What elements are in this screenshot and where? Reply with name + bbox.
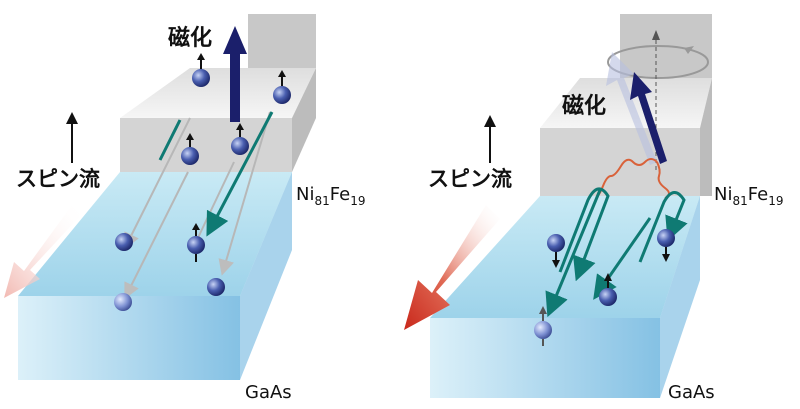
left-flow-line-3 [218, 111, 271, 276]
left-ferromagnet-side [292, 68, 316, 172]
left-electron-5 [115, 233, 133, 251]
right-electron-4 [534, 321, 552, 339]
right-spin-up-arrowhead [484, 115, 496, 127]
right-ferromagnet-front [540, 128, 700, 196]
right-teal-loop-2 [638, 191, 688, 263]
left-electron-4 [231, 137, 249, 155]
right-ferromagnet-side [700, 78, 712, 196]
precession-orbit-arrowhead [684, 46, 694, 54]
right-gaas-front [430, 318, 660, 398]
right-electron-4-spin-head [539, 306, 547, 314]
right-electron-3 [599, 288, 617, 306]
left-gaas-side [240, 172, 292, 380]
left-gaas-front [18, 296, 240, 380]
right-ni-subscript: 81 [732, 194, 747, 208]
right-panel: 磁化 スピン流 Ni81Fe19 GaAs [404, 14, 783, 403]
right-spin-current-arrow [404, 205, 500, 330]
left-ferromagnet-top [120, 68, 316, 118]
left-spin-up-arrowhead [66, 112, 78, 124]
right-electron-2 [657, 229, 675, 247]
left-magnetization-arrow-shaft [230, 52, 240, 122]
left-teal-line-1 [158, 119, 182, 161]
right-fe-symbol: Fe [748, 184, 768, 205]
right-gaas-label: GaAs [668, 382, 715, 403]
left-ferromagnet-label: Ni81Fe19 [296, 184, 365, 208]
left-electron-3 [181, 147, 199, 165]
left-electron-4-spin-head [236, 123, 244, 130]
left-electron-8 [114, 293, 132, 311]
left-flow-line-4 [195, 161, 235, 243]
right-fe-subscript: 19 [768, 194, 783, 208]
right-electron-2-spin-head [662, 254, 670, 262]
right-teal-loop-1 [558, 187, 610, 282]
right-gaas-side [660, 196, 700, 398]
left-electron-2-spin-head [278, 70, 286, 77]
left-electron-3-spin-head [186, 133, 194, 140]
right-ferromagnet-label: Ni81Fe19 [714, 184, 783, 208]
right-ni-symbol: Ni [714, 184, 732, 205]
precession-axis-arrowhead [652, 30, 660, 40]
left-panel: 磁化 スピン流 Ni81Fe19 GaAs [4, 14, 365, 403]
left-electron-7 [207, 278, 225, 296]
right-magnetization-ghost [606, 52, 657, 165]
right-magnetization-label: 磁化 [562, 93, 606, 119]
left-flow-line-1 [124, 117, 191, 250]
right-magnetization-arrow [630, 72, 667, 164]
left-ferromagnet-back [248, 14, 316, 68]
left-spin-current-label: スピン流 [16, 167, 100, 191]
left-electron-1 [192, 69, 210, 87]
right-wavy-line-left [596, 158, 658, 197]
left-electron-6-spin-head [192, 223, 200, 230]
left-electron-1-spin-head [197, 53, 205, 60]
left-electron-6 [187, 236, 205, 254]
right-spin-current-label: スピン流 [428, 167, 512, 191]
left-magnetization-label: 磁化 [168, 25, 212, 51]
precession-orbit [607, 45, 709, 79]
right-electron-1-spin-head [552, 260, 560, 268]
left-fe-subscript: 19 [350, 194, 365, 208]
left-spin-current-arrow [4, 205, 82, 298]
right-electron-3-spin-head [604, 273, 612, 281]
left-teal-line-2 [206, 111, 274, 237]
left-ni-subscript: 81 [314, 194, 329, 208]
left-gaas-label: GaAs [245, 382, 292, 403]
right-teal-line-4 [545, 189, 602, 318]
left-ni-symbol: Ni [296, 184, 314, 205]
left-fe-symbol: Fe [330, 184, 350, 205]
left-flow-line-2 [124, 171, 189, 300]
left-electron-2 [273, 86, 291, 104]
left-magnetization-arrowhead [223, 26, 247, 54]
right-electron-1 [547, 234, 565, 252]
